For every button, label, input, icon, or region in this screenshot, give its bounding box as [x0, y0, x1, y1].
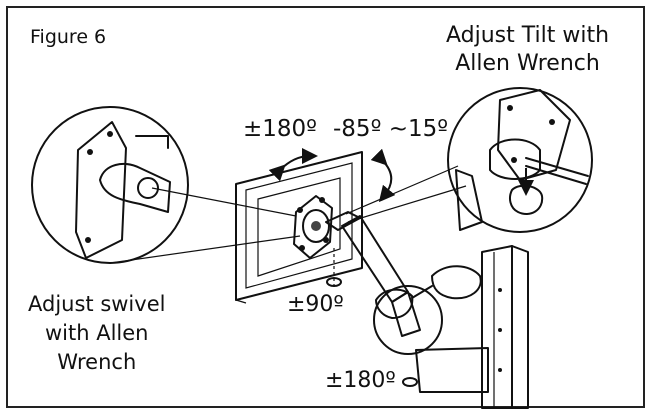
swivel-instruction-line-2: with Allen	[44, 321, 149, 345]
swivel-range-label: ±90º	[287, 292, 344, 317]
swivel-instruction-line-1: Adjust swivel	[28, 292, 166, 316]
rotation-range-top: ±180º	[243, 116, 318, 142]
figure-frame	[6, 6, 645, 408]
swivel-arrow	[326, 248, 342, 290]
tilt-detail	[345, 87, 593, 233]
swivel-instruction-line-3: Wrench	[57, 350, 137, 374]
tilt-range-label: -85º ~15º	[333, 116, 449, 142]
tilt-instruction-line-1: Adjust Tilt with	[446, 23, 610, 48]
rotation-arrow-top	[268, 148, 318, 182]
rotation-range-bottom: ±180º	[325, 368, 396, 393]
tilt-instruction-line-2: Allen Wrench	[455, 51, 600, 76]
rotation-arrow-bottom	[402, 377, 418, 387]
mounting-pole	[415, 245, 529, 409]
swivel-detail	[31, 106, 301, 264]
tilt-arrow	[370, 148, 396, 203]
vesa-plate	[293, 195, 333, 259]
figure-label: Figure 6	[30, 26, 107, 48]
tilt-instruction: Adjust Tilt with Allen Wrench	[446, 22, 609, 78]
swivel-instruction: Adjust swivel with Allen Wrench	[28, 290, 165, 377]
detail-circle-joint	[373, 285, 443, 355]
